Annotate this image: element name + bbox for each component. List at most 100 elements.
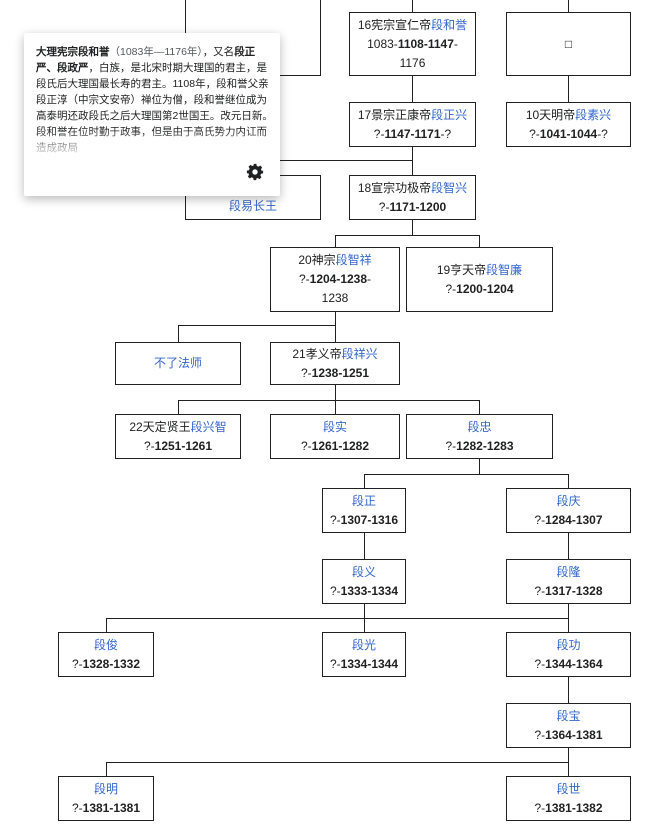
connector-line (335, 385, 336, 400)
tree-node-ndj: 段俊?-1328-1332 (58, 632, 154, 677)
connector-line (178, 400, 480, 401)
node-years: ?-1344-1364 (534, 656, 603, 671)
connector-line (106, 618, 107, 632)
node-name-link[interactable]: 段义 (351, 564, 376, 579)
node-years: ?-1364-1381 (534, 727, 603, 742)
tree-node-n17: 17景宗正康帝段正兴?-1147-1171-? (349, 102, 476, 147)
node-years: ?-1200-1204 (445, 281, 514, 296)
node-years: ?-1251-1261 (143, 438, 213, 453)
tree-node-n22: 22天定贤王段兴智?-1251-1261 (115, 414, 241, 459)
popup-years: （1083年—1176年） (109, 46, 203, 58)
node-years-cont: 1238 (321, 291, 349, 305)
node-years: ?-1171-1200 (378, 199, 447, 214)
node-name-link[interactable]: 段正兴 (431, 107, 468, 122)
node-name-link[interactable]: 段和誉 (431, 17, 468, 32)
node-name-link[interactable]: 段明 (93, 781, 118, 796)
node-title-prefix: 20神宗 (298, 253, 336, 267)
node-name-link[interactable]: 段俊 (93, 637, 118, 652)
node-years: 1083-1108-1147- (367, 36, 458, 51)
node-years-cont: 1176 (399, 55, 426, 70)
tree-node-nds: 段实?-1261-1282 (270, 414, 400, 459)
node-title: 不了法师 (154, 354, 202, 373)
node-title-prefix: 19亨天帝 (436, 262, 487, 277)
tree-node-ndq: 段庆?-1284-1307 (506, 488, 631, 533)
connector-line (364, 604, 365, 618)
connector-line (568, 0, 569, 12)
node-name-link[interactable]: 段祥兴 (341, 346, 378, 361)
node-name-link[interactable]: 段正 (351, 493, 376, 508)
connector-line (335, 235, 479, 236)
node-name-link[interactable]: 段功 (556, 637, 581, 652)
connector-line (364, 533, 365, 559)
gear-icon[interactable] (246, 163, 264, 181)
connector-line (568, 76, 569, 102)
node-name-link[interactable]: 段智兴 (431, 180, 468, 195)
node-title-prefix: 21孝义帝 (292, 346, 342, 361)
node-years: ?-1147-1171-? (373, 126, 452, 141)
tree-node-n21: 21孝义帝段祥兴?-1238-1251 (270, 342, 400, 385)
node-title: 22天定贤王段兴智 (129, 418, 226, 437)
tree-node-ndg: 段光?-1334-1344 (322, 632, 406, 677)
connector-line (568, 533, 569, 559)
connector-line (568, 604, 569, 618)
node-name-link[interactable]: 段隆 (556, 564, 581, 579)
connector-line (479, 400, 480, 414)
node-title: 段忠 (467, 418, 491, 437)
node-name-link[interactable]: 不了法师 (153, 356, 202, 370)
node-title: 段明 (94, 780, 118, 799)
node-title: 段世 (556, 780, 580, 799)
node-years: ?-1282-1283 (445, 438, 514, 453)
node-title: 段宝 (556, 707, 580, 726)
node-title: 16宪宗宣仁帝段和誉 (358, 16, 467, 35)
node-title: 段义 (352, 563, 376, 582)
node-title: 18宣宗功极帝段智兴 (358, 179, 467, 198)
node-hidden-left-label[interactable]: 段易长王 (228, 199, 277, 213)
node-name-link[interactable]: 段忠 (467, 419, 492, 434)
connector-line (335, 235, 336, 247)
tree-node-ndl: 段隆?-1317-1328 (506, 559, 631, 604)
node-name-link[interactable]: 段兴智 (190, 419, 227, 434)
connector-line (178, 400, 179, 414)
node-name-link[interactable]: 段实 (322, 419, 347, 434)
node-name-link[interactable]: 段庆 (556, 493, 581, 508)
connector-line (335, 312, 336, 325)
node-name-link[interactable]: 段智祥 (335, 253, 372, 267)
tree-node-n18: 18宣宗功极帝段智兴?-1171-1200 (349, 175, 476, 220)
tree-node-ndzh: 段正?-1307-1316 (322, 488, 406, 533)
node-title: 19亨天帝段智廉 (437, 261, 522, 280)
node-title-prefix: 18宣宗功极帝 (357, 180, 432, 195)
connector-line (106, 762, 569, 763)
connector-line (178, 325, 336, 326)
node-name-link[interactable]: 段宝 (556, 708, 581, 723)
node-title-prefix: 17景宗正康帝 (357, 107, 432, 122)
node-years: ?-1041-1044-? (529, 126, 608, 141)
node-years: ?-1238-1251 (300, 365, 370, 380)
node-title: 17景宗正康帝段正兴 (358, 106, 467, 125)
node-years: ?-1381-1381 (71, 800, 141, 815)
popup-alias2: 段政严 (57, 62, 89, 74)
tree-node-ndsh: 段世?-1381-1382 (506, 776, 631, 821)
tree-node-nbl: 不了法师 (115, 342, 241, 385)
connector-line (568, 618, 569, 632)
node-name-link[interactable]: 段素兴 (575, 107, 612, 122)
connector-line (412, 147, 413, 175)
node-title: 段正 (352, 492, 376, 511)
node-title: 20神宗段智祥 (298, 251, 371, 270)
connector-line (568, 677, 569, 703)
tree-node-n10: 10天明帝段素兴?-1041-1044-? (506, 102, 631, 147)
node-years: □ (564, 36, 573, 51)
connector-line (364, 474, 569, 475)
connector-line (412, 220, 413, 235)
connector-line (335, 400, 336, 414)
node-title: 21孝义帝段祥兴 (292, 345, 377, 364)
node-name-link[interactable]: 段世 (556, 781, 581, 796)
node-title: 段实 (323, 418, 347, 437)
connector-line (412, 0, 413, 12)
node-name-link[interactable]: 段光 (351, 637, 376, 652)
preview-popup[interactable]: 大理宪宗段和誉（1083年—1176年），又名段正严、段政严，白族，是北宋时期大… (24, 33, 280, 196)
connector-line (364, 618, 365, 632)
node-name-link[interactable]: 段智廉 (486, 262, 523, 277)
tree-node-ndb: 段宝 ?-1364-1381 (506, 703, 631, 748)
popup-fade (24, 129, 280, 159)
